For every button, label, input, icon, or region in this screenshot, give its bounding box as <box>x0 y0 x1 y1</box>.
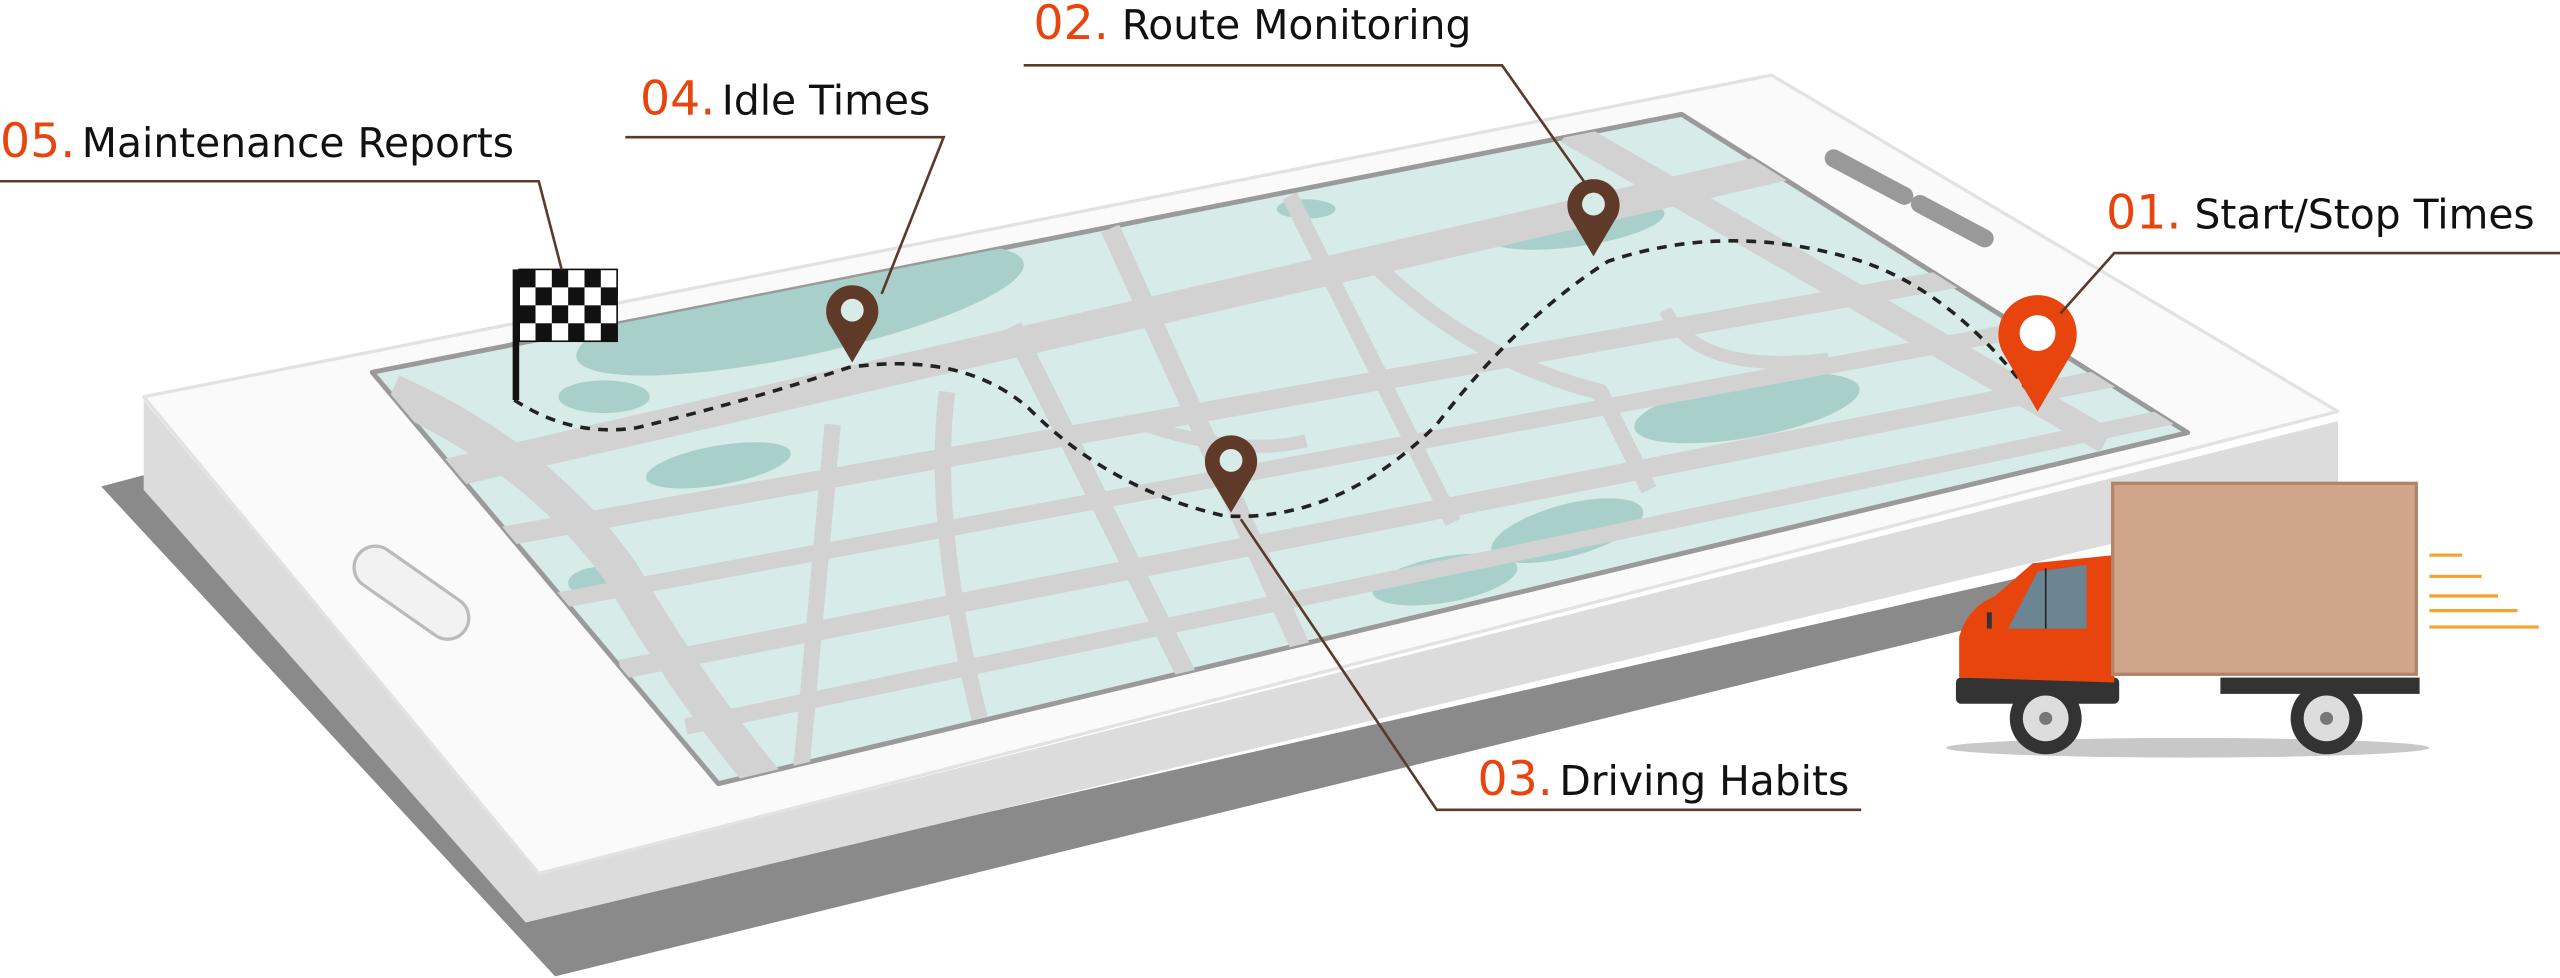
home-button[interactable] <box>346 538 477 648</box>
feature-label-02: 02. Route Monitoring <box>1033 0 1471 51</box>
feature-title: Start/Stop Times <box>2194 191 2534 239</box>
feature-number: 05. <box>0 114 75 169</box>
feature-label-03: 03.Driving Habits <box>1478 752 1850 807</box>
feature-number: 04. <box>640 71 715 126</box>
location-pin-icon[interactable] <box>1204 435 1258 513</box>
leader-line <box>2059 251 2560 315</box>
leader-line <box>1023 64 1593 194</box>
speaker-slot <box>1910 194 1994 248</box>
smartphone <box>101 73 2340 977</box>
feature-label-05: 05.Maintenance Reports <box>0 114 514 169</box>
svg-text:03.Driving Habits: 03.Driving Habits <box>1478 752 1850 807</box>
map <box>372 119 2174 784</box>
leader-line <box>625 135 946 295</box>
svg-text:01.Start/Stop Times: 01. Start/Stop Times <box>2106 186 2535 241</box>
wheel <box>2009 682 2082 755</box>
svg-text:02.Route Monitoring: 02. Route Monitoring <box>1033 0 1471 51</box>
feature-label-04: 04.Idle Times <box>640 71 930 126</box>
feature-number: 02. <box>1033 0 1108 51</box>
feature-title: Driving Habits <box>1559 757 1849 805</box>
leader-line <box>0 179 563 270</box>
finish-flag-icon <box>512 268 618 401</box>
feature-title: Idle Times <box>722 76 930 124</box>
feature-title: Route Monitoring <box>1122 1 1472 49</box>
feature-number: 03. <box>1478 752 1553 807</box>
feature-title: Maintenance Reports <box>82 119 514 167</box>
svg-text:04.Idle Times: 04.Idle Times <box>640 71 930 126</box>
start-pin-icon[interactable] <box>1998 295 2077 412</box>
speed-lines <box>2429 553 2539 629</box>
feature-number: 01. <box>2106 186 2181 241</box>
delivery-truck <box>1946 481 2539 758</box>
roads <box>372 119 2174 784</box>
speaker-slot <box>1824 149 1914 205</box>
wheel <box>2290 682 2363 755</box>
feature-label-01: 01. Start/Stop Times <box>2106 186 2535 241</box>
svg-text:05.Maintenance Reports: 05.Maintenance Reports <box>0 114 514 169</box>
route-path <box>513 239 2043 519</box>
location-pin-icon[interactable] <box>826 285 879 363</box>
location-pin-icon[interactable] <box>1567 179 1620 257</box>
leader-line <box>1239 518 1862 812</box>
